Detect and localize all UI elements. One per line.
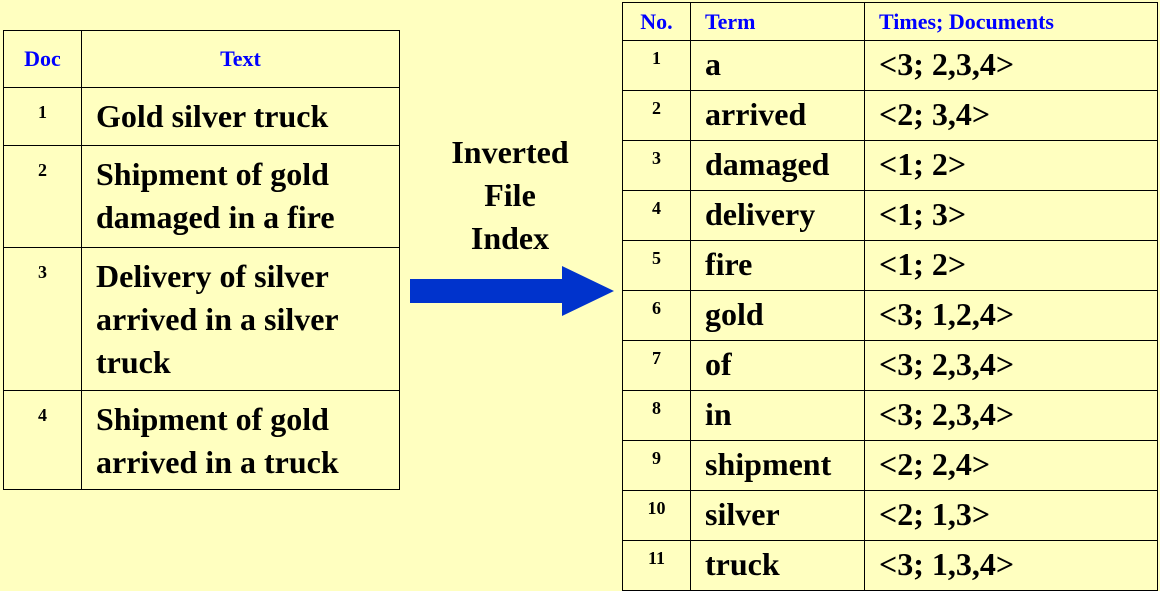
index-term: in bbox=[690, 390, 865, 441]
index-no: 4 bbox=[622, 190, 691, 241]
index-times: <1; 3> bbox=[864, 190, 1158, 241]
index-no: 2 bbox=[622, 90, 691, 141]
doc-id: 2 bbox=[3, 145, 82, 248]
arrow-label-line: Inverted bbox=[451, 134, 569, 170]
index-times: <3; 1,2,4> bbox=[864, 290, 1158, 341]
doc-text-line: truck bbox=[96, 344, 171, 380]
doc-id: 1 bbox=[3, 87, 82, 146]
doc-text: Shipment of gold arrived in a truck bbox=[81, 390, 400, 490]
index-term: arrived bbox=[690, 90, 865, 141]
doc-text-line: Shipment of gold bbox=[96, 401, 329, 437]
index-times: <1; 2> bbox=[864, 240, 1158, 291]
index-times: <2; 2,4> bbox=[864, 440, 1158, 491]
doc-text: Gold silver truck bbox=[81, 87, 400, 146]
text-column-header: Text bbox=[81, 30, 400, 88]
doc-text-line: Gold silver truck bbox=[96, 98, 329, 134]
doc-text-line: Shipment of gold bbox=[96, 156, 329, 192]
index-no: 7 bbox=[622, 340, 691, 391]
index-times: <3; 2,3,4> bbox=[864, 340, 1158, 391]
doc-text-line: arrived in a truck bbox=[96, 444, 339, 480]
index-times: <3; 2,3,4> bbox=[864, 390, 1158, 441]
document-row: 2 Shipment of gold damaged in a fire bbox=[3, 145, 400, 248]
index-no: 3 bbox=[622, 140, 691, 191]
document-table-header: Doc Text bbox=[3, 30, 400, 88]
index-term: a bbox=[690, 40, 865, 91]
arrow-label-line: File bbox=[484, 177, 536, 213]
times-column-header: Times; Documents bbox=[864, 2, 1158, 41]
index-no: 8 bbox=[622, 390, 691, 441]
index-term: delivery bbox=[690, 190, 865, 241]
doc-id: 4 bbox=[3, 390, 82, 490]
index-term: shipment bbox=[690, 440, 865, 491]
index-no: 6 bbox=[622, 290, 691, 341]
inverted-file-index-label: Inverted File Index bbox=[420, 131, 600, 260]
index-table-header: No. Term Times; Documents bbox=[622, 2, 1158, 41]
index-term: of bbox=[690, 340, 865, 391]
doc-column-header: Doc bbox=[3, 30, 82, 88]
doc-text-line: arrived in a silver bbox=[96, 301, 339, 337]
no-column-header: No. bbox=[622, 2, 691, 41]
index-times: <2; 3,4> bbox=[864, 90, 1158, 141]
index-times: <1; 2> bbox=[864, 140, 1158, 191]
index-term: gold bbox=[690, 290, 865, 341]
index-no: 11 bbox=[622, 540, 691, 591]
doc-id: 3 bbox=[3, 247, 82, 391]
doc-text: Shipment of gold damaged in a fire bbox=[81, 145, 400, 248]
index-times: <3; 1,3,4> bbox=[864, 540, 1158, 591]
term-column-header: Term bbox=[690, 2, 865, 41]
index-no: 1 bbox=[622, 40, 691, 91]
index-no: 9 bbox=[622, 440, 691, 491]
document-row: 3 Delivery of silver arrived in a silver… bbox=[3, 247, 400, 391]
document-row: 1 Gold silver truck bbox=[3, 87, 400, 146]
index-no: 5 bbox=[622, 240, 691, 291]
document-row: 4 Shipment of gold arrived in a truck bbox=[3, 390, 400, 490]
doc-text-line: damaged in a fire bbox=[96, 199, 335, 235]
doc-text-line: Delivery of silver bbox=[96, 258, 329, 294]
doc-text: Delivery of silver arrived in a silver t… bbox=[81, 247, 400, 391]
index-term: fire bbox=[690, 240, 865, 291]
right-arrow-icon bbox=[410, 266, 614, 316]
index-term: truck bbox=[690, 540, 865, 591]
document-table: Doc Text 1 Gold silver truck 2 Shipment … bbox=[3, 30, 400, 490]
arrow-label-line: Index bbox=[470, 220, 550, 256]
index-times: <3; 2,3,4> bbox=[864, 40, 1158, 91]
index-term: damaged bbox=[690, 140, 865, 191]
